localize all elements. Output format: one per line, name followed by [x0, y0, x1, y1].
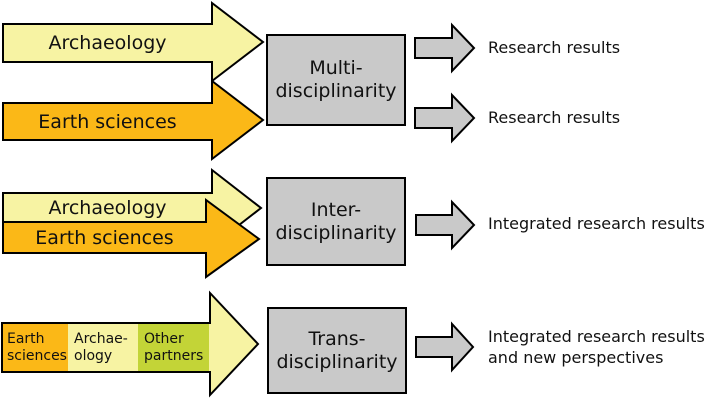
multi-output-arrow-2: [414, 92, 476, 144]
inter-archaeology-label: Archaeology: [48, 196, 167, 219]
trans-other-partners-segment: [138, 324, 209, 371]
label-line: disciplinarity: [275, 221, 397, 244]
label-line: disciplinarity: [276, 350, 398, 373]
label-line: Archae-: [74, 330, 128, 347]
inter-earth-sciences-label: Earth sciences: [35, 226, 174, 249]
label-line: Other: [144, 330, 184, 347]
inter-output-arrow: [415, 199, 476, 251]
trans-box-label: Trans- disciplinarity: [268, 308, 406, 393]
label-line: partners: [144, 347, 204, 364]
multi-archaeology-label: Archaeology: [48, 32, 167, 54]
trans-archaeology-label: Archae- ology: [70, 323, 138, 372]
multi-output-label-2: Research results: [488, 108, 621, 127]
inter-box: [266, 177, 406, 266]
label-line: and new perspectives: [488, 348, 664, 367]
label-line: Trans-: [308, 327, 366, 350]
multi-archaeology-arrow: [2, 0, 265, 84]
label-line: Earth: [7, 330, 45, 347]
trans-output-arrow: [415, 321, 475, 373]
label-line: disciplinarity: [275, 80, 397, 102]
label-line: Multi-: [309, 57, 363, 79]
trans-other-partners-label: Other partners: [140, 323, 210, 372]
trans-arrow-outline: [1, 290, 260, 398]
trans-box: [267, 307, 407, 394]
multi-earth-sciences-arrow: [2, 78, 265, 162]
multi-box: [266, 34, 406, 126]
label-line: Integrated research results: [488, 327, 705, 346]
trans-earth-sciences-segment: [3, 324, 68, 371]
multi-earth-sciences-label: Earth sciences: [38, 110, 177, 133]
multi-output-label-1: Research results: [488, 38, 621, 57]
label-line: ology: [74, 347, 113, 364]
multi-output-arrow-1: [414, 22, 476, 74]
inter-earth-sciences-arrow: [2, 198, 261, 279]
inter-box-label: Inter- disciplinarity: [267, 178, 405, 265]
label-line: sciences: [7, 347, 67, 364]
multi-box-label: Multi- disciplinarity: [267, 35, 405, 125]
trans-output-label: Integrated research results and new pers…: [488, 326, 705, 368]
inter-output-label: Integrated research results: [488, 214, 705, 233]
trans-earth-sciences-label: Earth sciences: [3, 323, 68, 372]
label-line: Inter-: [310, 198, 362, 221]
